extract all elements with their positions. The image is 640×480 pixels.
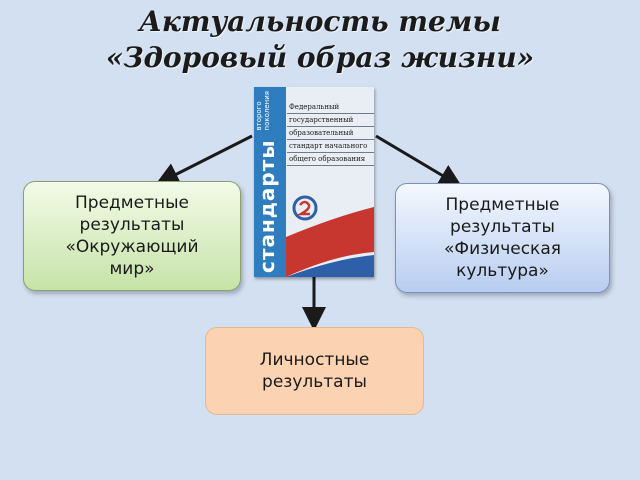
book-line: Федеральный bbox=[287, 101, 374, 114]
spine-subtitle-line-1: второго bbox=[255, 101, 263, 131]
subject-results-environment-box: Предметные результаты «Окружающий мир» bbox=[23, 181, 241, 291]
box-line: культура» bbox=[456, 261, 549, 281]
book-spine-band bbox=[254, 87, 286, 277]
box-line: результаты bbox=[450, 217, 555, 237]
box-line: Предметные bbox=[75, 193, 189, 213]
book-line: государственный bbox=[287, 114, 374, 127]
book-title-lines: Федеральный государственный образователь… bbox=[287, 101, 374, 166]
box-line: «Окружающий bbox=[65, 237, 199, 257]
slide-title: Актуальность темы «Здоровый образ жизни» bbox=[0, 4, 640, 76]
box-line: Личностные bbox=[259, 350, 370, 370]
publisher-logo-icon bbox=[292, 195, 318, 221]
book-spine-text: стандарты второго поколения bbox=[255, 87, 279, 273]
box-line: мир» bbox=[109, 259, 155, 279]
spine-subtitle: второго поколения bbox=[255, 91, 271, 131]
title-line-2: «Здоровый образ жизни» bbox=[105, 41, 535, 74]
box-line: результаты bbox=[79, 215, 185, 235]
arrow-to-left-box bbox=[154, 134, 253, 186]
cover-swoosh-graphic bbox=[286, 207, 374, 277]
spine-subtitle-line-2: поколения bbox=[263, 91, 271, 131]
standards-book-cover: стандарты второго поколения Федеральный … bbox=[254, 87, 374, 277]
subject-results-physical-culture-box: Предметные результаты «Физическая культу… bbox=[395, 183, 610, 293]
box-line: Предметные bbox=[445, 195, 560, 215]
book-line: стандарт начального bbox=[287, 140, 374, 153]
box-line: результаты bbox=[262, 372, 367, 392]
arrow-to-right-box bbox=[375, 134, 463, 188]
box-line: «Физическая bbox=[444, 239, 561, 259]
personal-results-box: Личностные результаты bbox=[205, 327, 424, 415]
book-line: образовательный bbox=[287, 127, 374, 140]
book-line: общего образования bbox=[287, 153, 374, 166]
title-line-1: Актуальность темы bbox=[139, 5, 501, 38]
spine-title: стандарты bbox=[255, 139, 279, 273]
